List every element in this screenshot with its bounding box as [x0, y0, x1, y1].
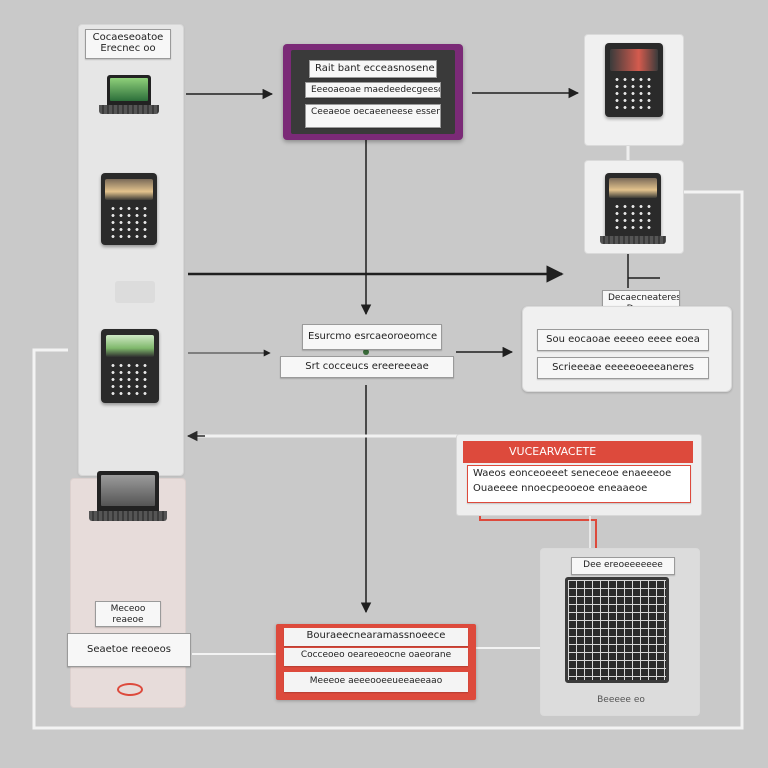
red-callout-line-1: Waeos eonceoeeet seneceoe enaeeeoe — [473, 468, 672, 479]
middle-center-bottom-label: Srt cocceucs ereereeeae — [280, 356, 454, 378]
red-callout-title: Vucearvacete — [463, 441, 693, 463]
red-callout-line-2: Ouaeeee nnoecpeooeoe eneaaeoe — [473, 483, 648, 494]
lower-left-small-label: Meceoo reaeoe Maneeeea — [95, 601, 161, 627]
right-top-device-panel — [584, 34, 684, 146]
right-middle-label-1: Sou eocaoae eeeeo eeee eoea — [537, 329, 709, 351]
middle-center-top-label: Esurcmo esrcaeoroeomce — [302, 324, 442, 350]
bottom-center-label-2: Cocceoeo oeareoeocne oaeorane — [284, 648, 468, 666]
top-center-node: Rait bant ecceasnosene Eeeoaeoae maedeed… — [283, 44, 463, 140]
dev-base — [600, 236, 666, 244]
outer-loop-wire — [32, 190, 744, 730]
server-label: Dee ereoeeeeeee — [571, 557, 675, 575]
top-center-label-3: Ceeaeoe oecaeeneese essen — [305, 104, 441, 128]
lower-left-panel: Meceoo reaeoe Maneeeea Seaetoe reeoeos — [67, 471, 191, 708]
server-panel: Dee ereoeeeeeee Beeeee eo — [540, 548, 700, 716]
junction-dot — [363, 349, 369, 355]
bottom-center-node: Bouraeecnearamassnoeece Cocceoeo oeareoe… — [276, 624, 476, 700]
tablet-device-icon-2 — [101, 329, 159, 403]
red-callout-node: Vucearvacete Waeos eonceoeeet seneceoe e… — [456, 434, 702, 516]
drop-icon — [117, 683, 143, 696]
tablet-device-icon — [101, 173, 157, 245]
right-middle-label-2: Scrieeeae eeeeeoeeeaneres — [537, 357, 709, 379]
lower-left-box-label: Seaetoe reeoeos — [67, 633, 191, 667]
top-center-label-1: Rait bant ecceasnosene — [309, 60, 437, 78]
top-center-label-2: Eeeoaeoae maedeedecgeesc — [305, 82, 441, 98]
left-device-column: Cocaeseoatoe Erecnec oo — [78, 24, 184, 476]
tablet-device-icon-right-2 — [605, 173, 661, 239]
server-rack-icon — [565, 577, 669, 683]
left-column-header-label: Cocaeseoatoe Erecnec oo — [85, 29, 171, 59]
server-footer-label: Beeeee eo — [597, 695, 645, 705]
red-callout-body: Waeos eonceoeeet seneceoe enaeeeoe Ouaee… — [467, 465, 691, 503]
right-middle-node: Sou eocaoae eeeeo eeee eoea Scrieeeae ee… — [522, 306, 732, 392]
tablet-device-icon-right — [605, 43, 663, 117]
bottom-center-label-3: Meeeoe aeeeooeeueeaeeaao — [284, 672, 468, 692]
placeholder-shadow — [115, 281, 155, 303]
bottom-center-label-1: Bouraeecnearamassnoeece — [284, 628, 468, 646]
